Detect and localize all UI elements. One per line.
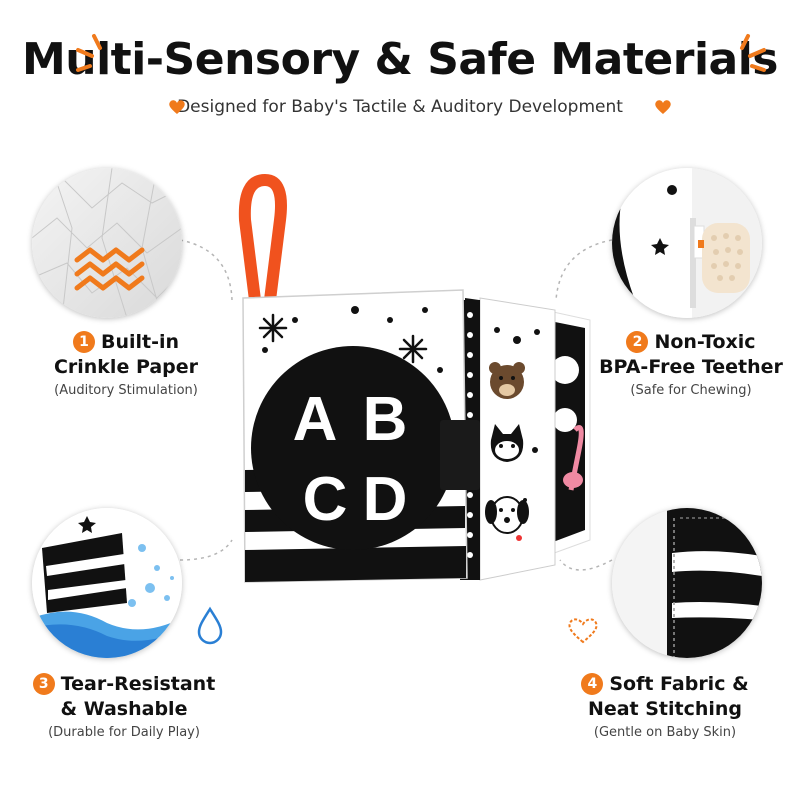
stitching-closeup (612, 508, 762, 658)
crinkle-paper-closeup (32, 168, 182, 318)
water-drop-icon (197, 606, 223, 645)
burst-icon (740, 34, 766, 72)
burst-icon (76, 34, 102, 72)
teether-closeup (612, 168, 762, 318)
heart-icon (655, 100, 671, 114)
page-title: Multi-Sensory & Safe Materials (21, 34, 779, 85)
stitching-image (612, 508, 762, 658)
dog-illustration (485, 496, 529, 541)
flamingo-illustration (563, 425, 584, 491)
snowflake-icon (398, 334, 428, 364)
svg-text:D: D (363, 465, 408, 534)
teether-image (612, 168, 762, 318)
water-splash-image (32, 508, 182, 658)
svg-text:A: A (293, 385, 338, 454)
feature-subtitle: (Auditory Stimulation) (54, 383, 198, 398)
feature-subtitle: (Gentle on Baby Skin) (593, 725, 737, 740)
heart-icon (169, 100, 185, 114)
bear-illustration (489, 362, 525, 399)
zigzag-icon (74, 247, 145, 291)
feature-number: 4 (581, 673, 604, 695)
feature-subtitle: (Safe for Chewing) (630, 383, 752, 398)
svg-text:C: C (303, 465, 348, 534)
crinkle-texture-image (32, 168, 182, 318)
washable-closeup (32, 508, 182, 658)
cloth-book-product: A B C D (238, 174, 591, 583)
feature-subtitle: (Durable for Daily Play) (48, 725, 200, 740)
svg-text:B: B (363, 385, 408, 454)
page-subtitle: Designed for Baby's Tactile & Auditory D… (177, 97, 623, 117)
heart-outline-icon (568, 618, 598, 644)
feature-number: 1 (72, 331, 95, 353)
cat-illustration (490, 424, 524, 462)
feature-number: 2 (626, 331, 649, 353)
abcd-letters: A B C D (293, 385, 408, 534)
snowflake-icon (258, 313, 288, 343)
feature-number: 3 (32, 673, 55, 695)
